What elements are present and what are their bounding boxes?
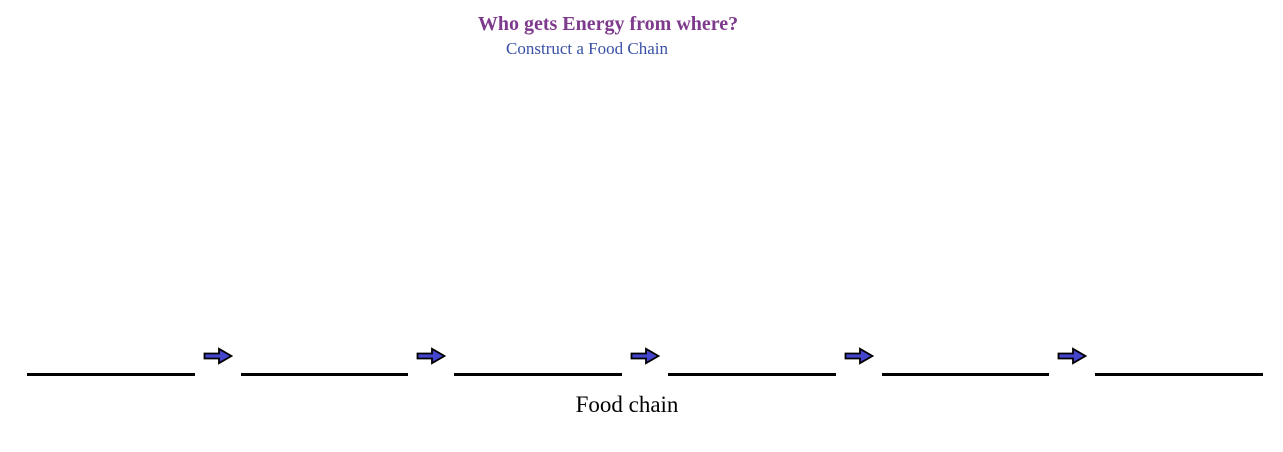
food-chain-slot-3[interactable] [454,350,623,376]
food-chain-slot-2[interactable] [240,350,409,376]
food-chain-slot-4[interactable] [668,350,836,376]
page-title: Who gets Energy from where? [477,13,739,35]
food-chain-slot-5[interactable] [881,350,1050,376]
page-subtitle: Construct a Food Chain [506,39,668,58]
right-arrow-icon [630,347,661,365]
right-arrow-icon [203,347,233,365]
food-chain-slot-6[interactable] [1095,350,1264,376]
food-chain-slot-1[interactable] [27,350,195,376]
food-chain-label: Food chain [575,392,679,417]
food-chain-row [27,340,1264,376]
right-arrow-icon [416,347,447,365]
right-arrow-icon [1057,347,1088,365]
right-arrow-icon [844,347,874,365]
